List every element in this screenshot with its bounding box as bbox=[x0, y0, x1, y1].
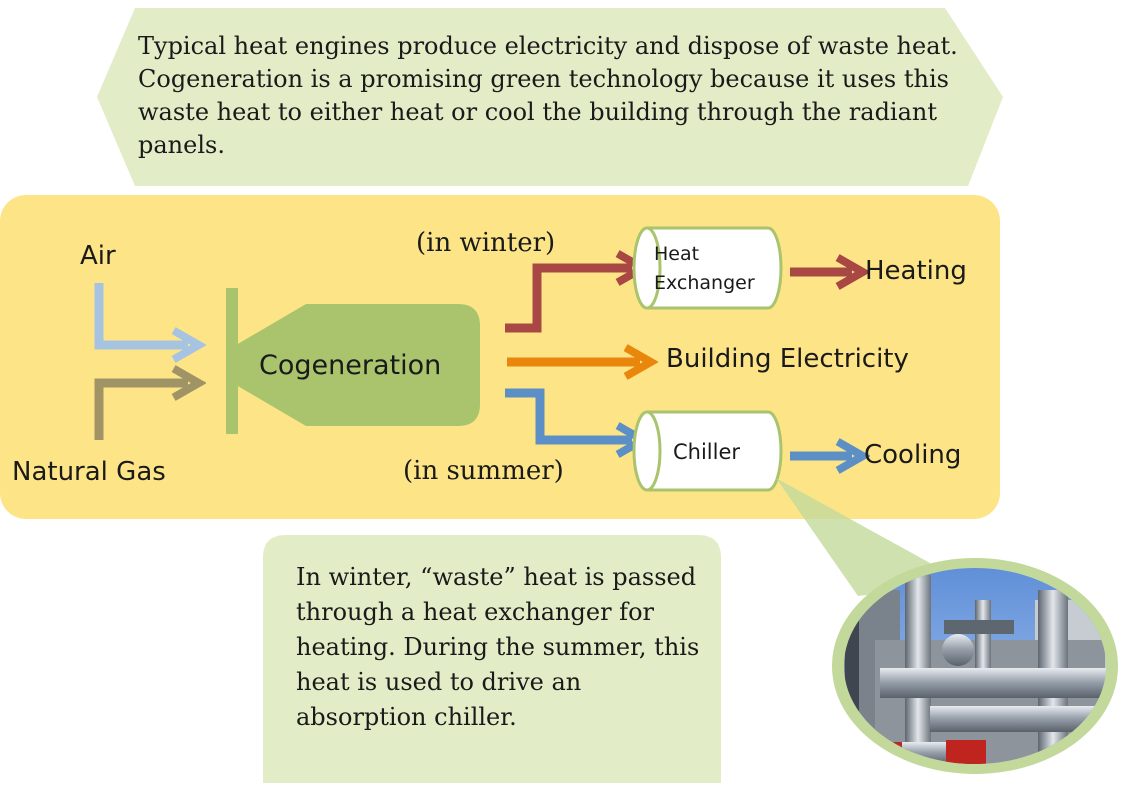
summer-arrow bbox=[505, 388, 632, 440]
summer-label: (in summer) bbox=[403, 456, 564, 486]
winter-label: (in winter) bbox=[416, 228, 556, 258]
heat-exchanger-label-line2: Exchanger bbox=[654, 272, 755, 294]
natural-gas-arrow bbox=[94, 383, 188, 440]
chiller-cylinder bbox=[632, 410, 783, 492]
air-label: Air bbox=[80, 241, 116, 271]
heat-exchanger-cylinder bbox=[632, 226, 783, 310]
top-note-shape bbox=[97, 8, 1003, 186]
chiller-label: Chiller bbox=[673, 440, 741, 464]
natural-gas-label: Natural Gas bbox=[12, 457, 166, 487]
air-arrow bbox=[94, 283, 188, 345]
cogeneration-engine bbox=[236, 304, 480, 426]
building-electricity-label: Building Electricity bbox=[666, 344, 909, 374]
cooling-label: Cooling bbox=[864, 440, 962, 470]
heat-exchanger-label-line1: Heat bbox=[654, 243, 700, 265]
cogeneration-label: Cogeneration bbox=[259, 350, 442, 381]
top-note-text: Typical heat engines produce electricity… bbox=[138, 32, 958, 159]
heating-label: Heating bbox=[865, 256, 967, 286]
bottom-note-shape bbox=[263, 535, 721, 783]
winter-arrow bbox=[505, 268, 632, 333]
bottom-note-text: In winter, “waste” heat is passed throug… bbox=[296, 563, 700, 731]
engine-plate bbox=[226, 288, 238, 434]
